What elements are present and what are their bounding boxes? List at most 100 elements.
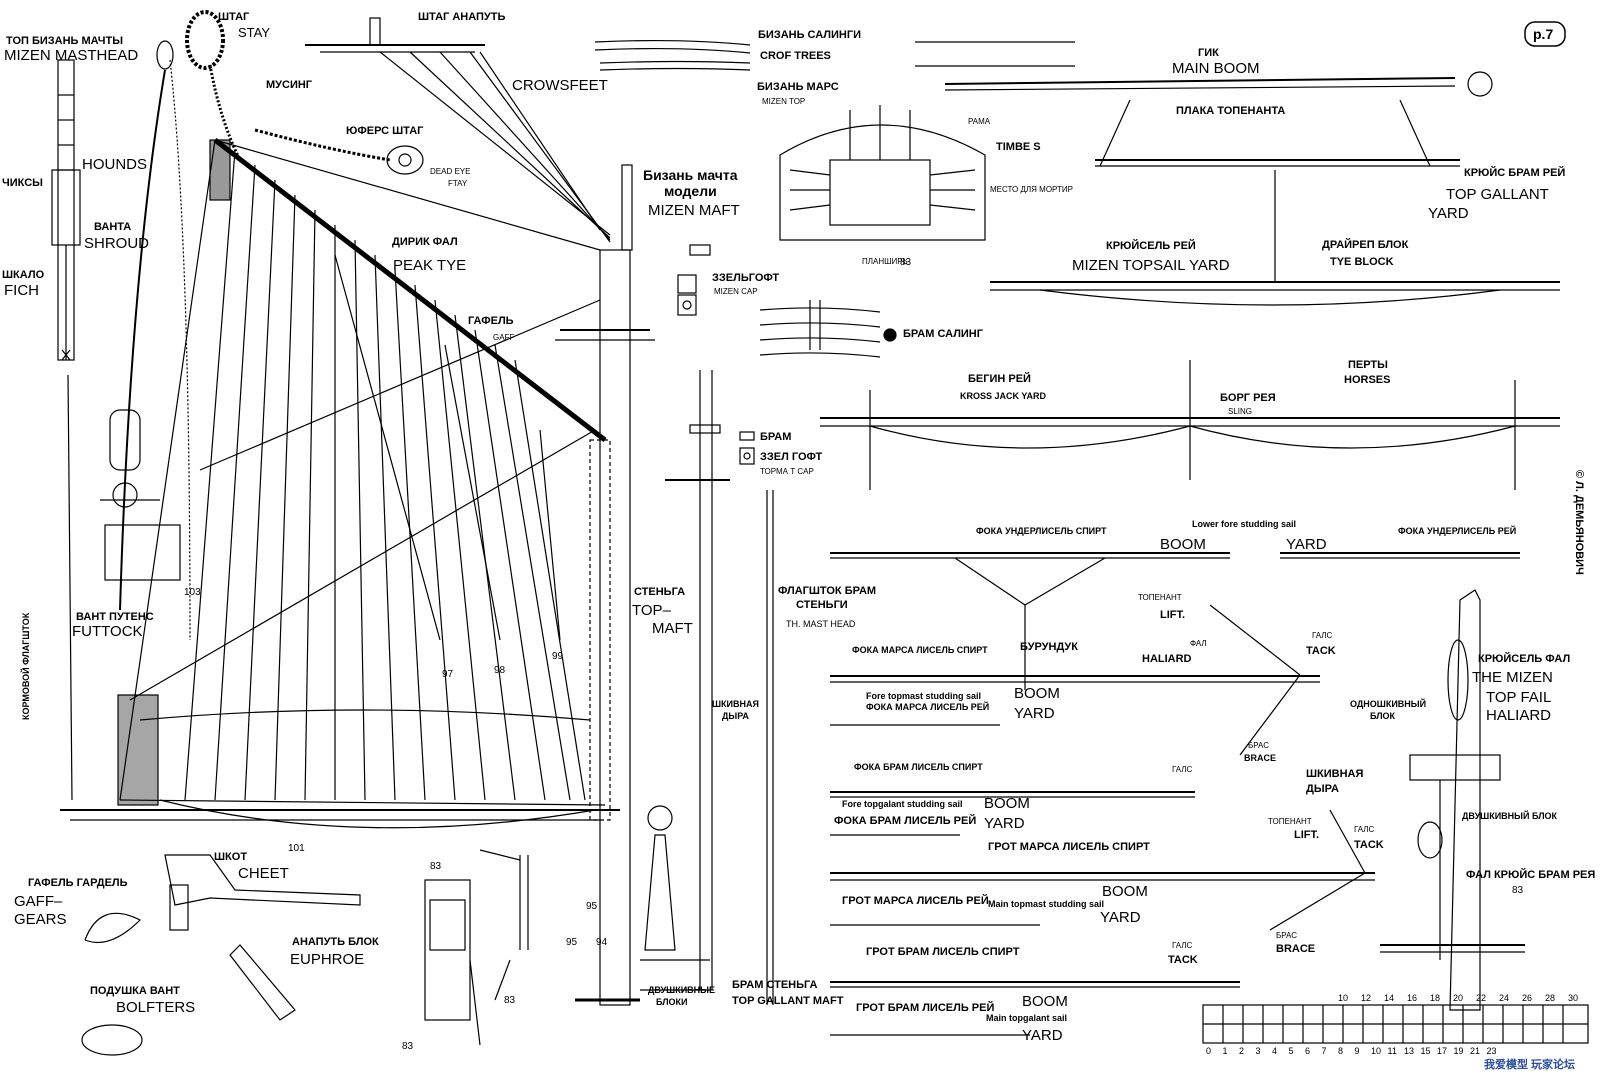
- label-tack-ru-4: ГАЛС: [1172, 941, 1193, 950]
- scale-bottom-tick: 8: [1338, 1046, 1344, 1056]
- label-mizen-top-ru: БИЗАНЬ МАРС: [757, 81, 839, 93]
- label-peak-ru: ДИРИК ФАЛ: [392, 236, 458, 248]
- label-fore-tg-ss-en: Fore topgalant studding sail: [842, 799, 963, 809]
- scale-bottom-tick: 2: [1239, 1046, 1245, 1056]
- label-deadeye-en: DEAD EYE: [430, 167, 471, 176]
- scale-top-tick: 10: [1338, 993, 1349, 1003]
- label-gaff-ru: ГАФЕЛЬ: [468, 315, 514, 327]
- label-mast-head-en: TH. MAST HEAD: [786, 619, 856, 629]
- label-main-tg-ss-en: Main topgalant sail: [986, 1013, 1068, 1023]
- ref-101: 101: [288, 843, 305, 854]
- label-euphroe-en: EUPHROE: [290, 951, 365, 968]
- label-tack-en-2: TACK: [1354, 839, 1384, 851]
- label-mizen-mast-ru: Бизань мачта: [643, 167, 738, 183]
- label-fich-en: FICH: [4, 282, 39, 299]
- label-tg-yard-ru: КРЮЙС БРАМ РЕЙ: [1464, 167, 1566, 179]
- label-main-tg-boom-en: BOOM: [1022, 993, 1068, 1010]
- label-sheave-hole-ru2: ДЫРА: [722, 711, 749, 721]
- label-yard-en: YARD: [1286, 536, 1327, 553]
- label-tack-en-3: TACK: [1168, 954, 1198, 966]
- label-futtock-en: FUTTOCK: [72, 623, 143, 640]
- label-sheave-hole2-ru2: ДЫРА: [1306, 783, 1339, 795]
- watermark-text: 我爱模型 玩家论坛: [1484, 1059, 1576, 1071]
- label-main-topmast-boom-en: BOOM: [1102, 883, 1148, 900]
- ref-94: 94: [596, 937, 608, 948]
- label-topgallant-ru: БРАМ СТЕНЬГА: [732, 979, 818, 991]
- label-gaff-gears-ru: ГАФЕЛЬ ГАРДЕЛЬ: [28, 877, 128, 889]
- label-bolsters-en: BOLFTERS: [116, 999, 196, 1016]
- label-sling-en: SLING: [1228, 407, 1253, 416]
- label-tack-ru-3: ГАЛС: [1354, 825, 1375, 834]
- label-tg-halyard-ru: ФАЛ КРЮЙС БРАМ РЕЯ: [1466, 869, 1596, 881]
- scale-top-tick: 20: [1453, 993, 1464, 1003]
- label-flagstaff-top-ru: ФЛАГШТОК БРАМ: [778, 585, 877, 597]
- label-lift-en-2: LIFT.: [1294, 829, 1320, 841]
- label-topgallant-en: TOP GALLANT MAFT: [732, 995, 844, 1007]
- label-top-mizen-en: MIZEN MASTHEAD: [4, 47, 139, 64]
- ref-95-b: 95: [566, 937, 578, 948]
- label-horses-en: HORSES: [1344, 374, 1391, 386]
- studding-sails: [830, 552, 1520, 1036]
- label-fore-topmast-ss-en: Fore topmast studding sail: [866, 691, 982, 701]
- label-tye-block-en: TYE BLOCK: [1330, 256, 1394, 268]
- label-lower-fore-ss-en: Lower fore studding sail: [1192, 519, 1297, 529]
- lower-left-details: [81, 805, 676, 1056]
- label-lift-plate-ru: ПЛАКА ТОПЕНАНТА: [1176, 105, 1286, 117]
- label-bolsters-ru: ПОДУШКА ВАНТ: [90, 985, 180, 997]
- scale-top-tick: 28: [1545, 993, 1556, 1003]
- ref-83-bottom-2: 83: [504, 995, 516, 1006]
- label-main-topmast-yard-ru: ГРОТ МАРСА ЛИСЕЛЬ РЕЙ: [842, 895, 989, 907]
- label-main-tg-boom-ru: ГРОТ БРАМ ЛИСЕЛЬ СПИРТ: [866, 946, 1020, 958]
- label-horses-ru: ПЕРТЫ: [1348, 359, 1388, 371]
- label-sheet-ru: ШКОТ: [214, 851, 248, 863]
- scale-top-tick: 24: [1499, 993, 1510, 1003]
- label-tack-ru-2: ГАЛС: [1172, 765, 1193, 774]
- label-main-tg-yard-ru: ГРОТ БРАМ ЛИСЕЛЬ РЕЙ: [856, 1002, 995, 1014]
- ref-83-bottom: 83: [402, 1041, 414, 1052]
- label-gaff-gears-en2: GEARS: [14, 911, 67, 928]
- ref-83-lower: 83: [430, 861, 442, 872]
- ref-83-top: 83: [900, 257, 912, 268]
- label-mortar-ru: МЕСТО ДЛЯ МОРТИР: [990, 185, 1073, 194]
- scale-bottom-tick: 17: [1437, 1046, 1448, 1056]
- label-mizen-mast-en: MIZEN MAFT: [648, 202, 740, 219]
- ref-83-right: 83: [1512, 885, 1524, 896]
- label-crowsfeet-en: CROWSFEET: [512, 77, 608, 94]
- label-sheave-hole2-ru: ШКИВНАЯ: [1306, 768, 1364, 780]
- label-tg-yard-en2: YARD: [1428, 205, 1469, 222]
- scale-bottom-tick: 10: [1371, 1046, 1382, 1056]
- label-topsail-halyard-en2: TOP FAIL: [1486, 689, 1552, 706]
- label-gaff-en: GAFF: [493, 333, 515, 342]
- copyright-author: © Л. ДЕМЬЯНОВИЧ: [1573, 470, 1585, 575]
- label-tack-en: TACK: [1306, 645, 1336, 657]
- label-tye-block-ru: ДРАЙРЕП БЛОК: [1322, 239, 1409, 251]
- label-crosstrees-en: CROF TREES: [760, 50, 831, 62]
- ref-97: 97: [442, 669, 454, 680]
- scale-top-tick: 14: [1384, 993, 1395, 1003]
- label-fore-tg-boom-ru: ФОКА БРАМ ЛИСЕЛЬ СПИРТ: [854, 762, 983, 772]
- label-cross-jack-ru: БЕГИН РЕЙ: [968, 373, 1031, 385]
- label-vanta-ru: ВАНТА: [94, 221, 132, 233]
- label-sheave-hole-ru: ШКИВНАЯ: [712, 699, 759, 709]
- label-brace-en: BRACE: [1244, 753, 1277, 763]
- label-chiksy-ru: ЧИКСЫ: [2, 177, 43, 189]
- label-sheet-en: CHEET: [238, 865, 289, 882]
- label-fore-topmast-yard-en: YARD: [1014, 705, 1055, 722]
- label-main-tg-yard-en: YARD: [1022, 1027, 1063, 1044]
- label-flagstaff-ru: КОРМОВОЙ ФЛАГШТОК: [21, 612, 31, 720]
- label-main-boom-en: MAIN BOOM: [1172, 60, 1260, 77]
- label-brace-ru: БРАС: [1248, 741, 1269, 750]
- label-fore-topmast-boom-ru: ФОКА МАРСА ЛИСЕЛЬ СПИРТ: [852, 645, 988, 655]
- label-fore-tg-yard-ru: ФОКА БРАМ ЛИСЕЛЬ РЕЙ: [834, 815, 977, 827]
- label-fore-lower-yard-ru: ФОКА УНДЕРЛИСЕЛЬ РЕЙ: [1398, 526, 1517, 536]
- stay-loop: [100, 10, 424, 641]
- label-frame-ru: РАМА: [968, 117, 991, 126]
- mizen-mast: [555, 164, 655, 1006]
- label-halyard-en: HALIARD: [1142, 653, 1192, 665]
- label-lift-ru-2: ТОПЕНАНТ: [1268, 817, 1312, 826]
- caps: [677, 244, 897, 465]
- label-bram-ru: БРАМ: [760, 431, 792, 443]
- scale-bottom-tick: 3: [1255, 1046, 1261, 1056]
- scale-bottom-tick: 6: [1305, 1046, 1311, 1056]
